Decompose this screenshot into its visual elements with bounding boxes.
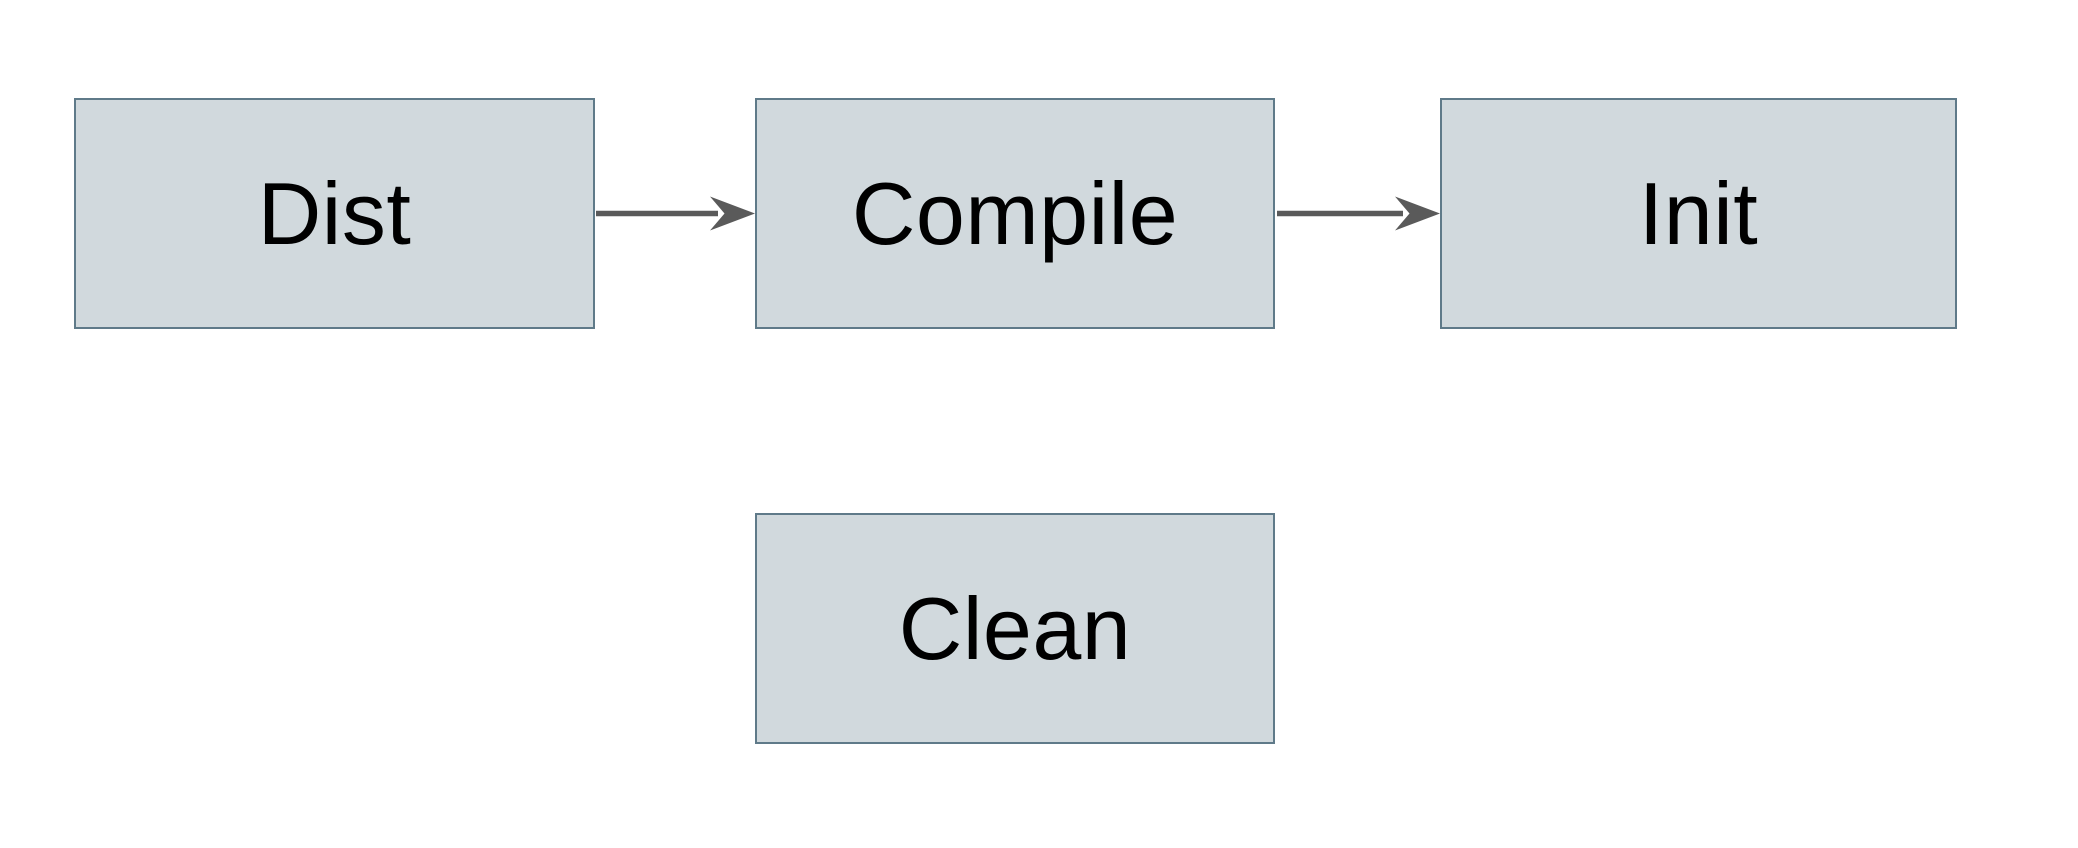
node-clean-label: Clean [898,578,1132,678]
node-clean: Clean [755,513,1275,744]
arrow-dist-to-compile [596,196,755,231]
node-compile-label: Compile [851,163,1179,263]
node-dist: Dist [74,98,595,329]
arrow-compile-to-init [1277,196,1440,231]
node-init-label: Init [1638,163,1759,263]
node-init: Init [1440,98,1957,329]
node-compile: Compile [755,98,1275,329]
node-dist-label: Dist [257,163,412,263]
